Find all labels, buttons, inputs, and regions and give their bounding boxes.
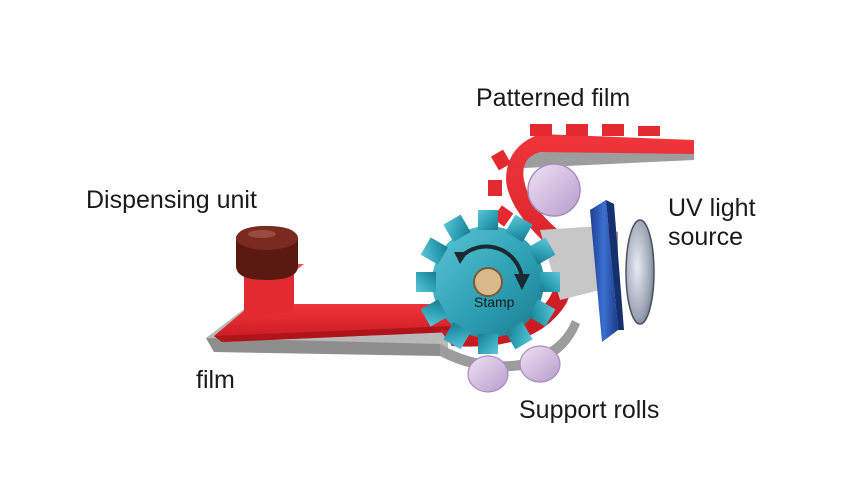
label-support-rolls: Support rolls <box>519 396 660 424</box>
rotation-arrow-icon <box>458 244 524 279</box>
label-uv-line1: UV light <box>668 194 756 222</box>
support-roll-left <box>467 355 509 393</box>
support-roll-right <box>519 345 561 383</box>
uv-filter-plate <box>590 200 624 342</box>
label-uv-line2: source <box>668 223 744 251</box>
label-dispensing-unit: Dispensing unit <box>86 186 257 214</box>
label-patterned-film: Patterned film <box>476 84 631 112</box>
stamp-gear <box>416 210 560 354</box>
dispensing-unit <box>236 226 298 280</box>
patterned-film-path <box>440 124 694 347</box>
resin-layer <box>214 264 452 342</box>
label-uv-light-source: UV light source <box>668 194 756 252</box>
label-stamp: Stamp <box>474 294 515 310</box>
uv-lens <box>625 219 655 325</box>
label-film: film <box>196 366 235 394</box>
upper-roll <box>527 163 581 217</box>
